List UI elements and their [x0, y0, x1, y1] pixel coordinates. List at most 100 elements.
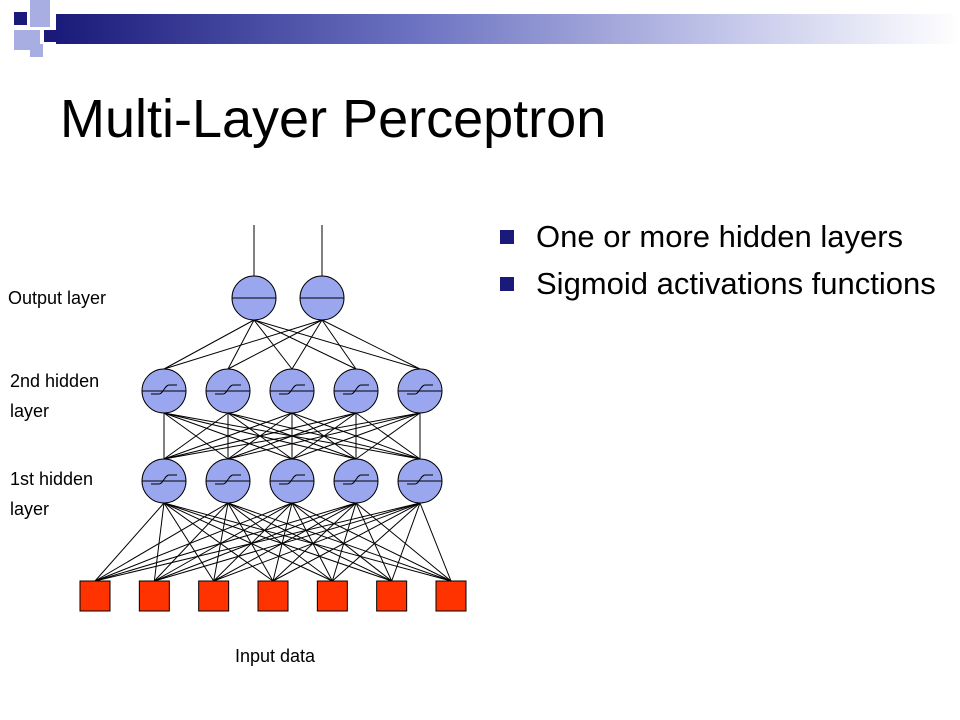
hidden-2-neuron — [333, 368, 379, 414]
connection-line — [321, 319, 421, 370]
hidden-1-neuron — [205, 458, 251, 504]
connection-line — [94, 502, 357, 582]
connection-line — [163, 412, 357, 460]
connection-line — [355, 412, 421, 460]
connection-line — [253, 319, 357, 370]
connection-line — [213, 502, 421, 582]
sigmoid-icon — [407, 384, 433, 395]
connection-line — [291, 319, 323, 370]
connection-line — [163, 412, 293, 460]
input-data-label: Input data — [235, 646, 316, 666]
square-bullet-icon — [500, 230, 514, 244]
connection-line — [253, 319, 293, 370]
sigmoid-icon — [215, 474, 241, 485]
hidden-1-neuron — [141, 458, 187, 504]
connection-line — [163, 412, 229, 460]
connection-line — [94, 502, 165, 582]
hidden-1-neuron — [333, 458, 379, 504]
connection-line — [272, 502, 293, 582]
connection-line — [332, 502, 421, 582]
connection-line — [227, 502, 392, 582]
sigmoid-icon — [215, 384, 241, 395]
connection-line — [213, 502, 229, 582]
bullet-text: One or more hidden layers — [536, 219, 904, 254]
connection-line — [272, 502, 357, 582]
corner-square-light-3 — [30, 44, 43, 57]
connection-line — [94, 502, 421, 582]
hidden-layer-1-label: 1st hidden layer — [10, 469, 94, 519]
connection-line — [154, 502, 357, 582]
connection-line — [291, 502, 392, 582]
connection-line — [163, 502, 392, 582]
input-node — [376, 580, 408, 612]
sigmoid-icon — [343, 384, 369, 395]
connection-line — [253, 319, 421, 370]
connection-line — [163, 502, 215, 582]
connection-line — [163, 502, 452, 582]
connection-line — [355, 502, 452, 582]
sigmoid-icon — [279, 384, 305, 395]
hidden-2-neuron — [205, 368, 251, 414]
input-node — [435, 580, 467, 612]
hidden-1-neuron — [397, 458, 443, 504]
connection-line — [291, 502, 452, 582]
hidden-2-neuron — [141, 368, 187, 414]
connection-line — [331, 502, 357, 582]
sigmoid-icon — [151, 474, 177, 485]
output-neuron — [231, 275, 277, 321]
connection-line — [153, 502, 165, 582]
hidden-layer-2-label: 2nd hidden layer — [10, 371, 100, 421]
connection-line — [227, 319, 323, 370]
connection-line — [291, 502, 333, 582]
output-layer-label: Output layer — [8, 288, 107, 308]
hidden-1-neuron — [269, 458, 315, 504]
square-bullet-icon — [500, 277, 514, 291]
connection-line — [153, 502, 229, 582]
connection-lines — [94, 225, 452, 582]
connection-line — [154, 502, 293, 582]
sigmoid-icon — [343, 474, 369, 485]
bullet-item: One or more hidden layers — [500, 218, 940, 255]
input-node — [316, 580, 348, 612]
connection-line — [163, 319, 323, 370]
connection-line — [321, 319, 357, 370]
connection-line — [227, 502, 333, 582]
sigmoid-icon — [407, 474, 433, 485]
connection-line — [227, 502, 452, 582]
slide-title: Multi-Layer Perceptron — [60, 89, 607, 149]
connection-line — [272, 502, 421, 582]
connection-line — [227, 502, 274, 582]
top-gradient-bar — [56, 14, 960, 44]
connection-line — [163, 319, 255, 370]
connection-line — [94, 502, 229, 582]
bullet-item: Sigmoid activations functions — [500, 265, 940, 302]
output-neuron — [299, 275, 345, 321]
connection-line — [355, 502, 393, 582]
hidden-2-neuron — [397, 368, 443, 414]
connection-line — [213, 502, 293, 582]
input-node — [198, 580, 230, 612]
connection-line — [163, 412, 421, 460]
bullet-list: One or more hidden layers Sigmoid activa… — [500, 218, 940, 312]
connection-line — [291, 412, 421, 460]
connection-line — [154, 502, 421, 582]
connection-line — [94, 502, 293, 582]
input-node — [257, 580, 289, 612]
connection-line — [213, 502, 357, 582]
connection-line — [227, 319, 255, 370]
bullet-text: Sigmoid activations functions — [536, 266, 936, 301]
corner-square-dark-2 — [44, 30, 56, 42]
connection-line — [391, 502, 421, 582]
input-node — [79, 580, 111, 612]
hidden-2-neuron — [269, 368, 315, 414]
sigmoid-icon — [279, 474, 305, 485]
input-node — [138, 580, 170, 612]
connection-line — [163, 502, 274, 582]
connection-line — [419, 502, 452, 582]
connection-line — [227, 412, 421, 460]
corner-square-dark-1 — [14, 12, 27, 25]
corner-square-light-1 — [30, 0, 50, 27]
connection-line — [163, 502, 333, 582]
sigmoid-icon — [151, 384, 177, 395]
